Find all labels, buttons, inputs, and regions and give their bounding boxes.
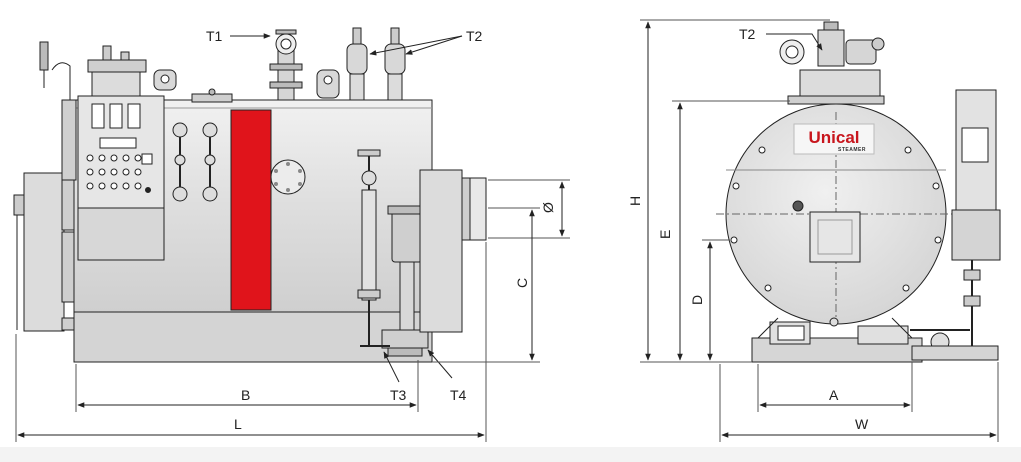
label-dim-diameter: Ø bbox=[540, 202, 556, 213]
t2-front-leader-1 bbox=[369, 35, 463, 56]
control-panel-lower bbox=[77, 207, 165, 261]
drum-bolts bbox=[730, 146, 942, 292]
top-valve-block bbox=[799, 69, 881, 97]
manifold-top bbox=[87, 59, 147, 73]
label-dim-d: D bbox=[689, 295, 705, 305]
feed-valve bbox=[361, 170, 377, 186]
label-dim-b: B bbox=[241, 387, 250, 403]
lug-hole-right bbox=[323, 75, 333, 85]
pump-motor bbox=[391, 209, 423, 263]
label-dim-e: E bbox=[657, 230, 673, 239]
label-dim-c: C bbox=[514, 278, 530, 288]
side-view bbox=[716, 21, 1001, 363]
safety-valve-pipe-1 bbox=[349, 73, 365, 101]
label-dim-l: L bbox=[234, 416, 242, 432]
front-annotations bbox=[15, 33, 570, 442]
side-annotations bbox=[640, 19, 999, 442]
manifold-body bbox=[91, 71, 141, 101]
t2-front-leader-2 bbox=[405, 35, 463, 55]
level-switch-pipe bbox=[43, 62, 71, 100]
manhole-flange bbox=[270, 159, 306, 195]
brand-name: Unical bbox=[808, 128, 859, 147]
panel-button-grid bbox=[86, 154, 142, 190]
drum-sight-port bbox=[792, 200, 804, 212]
red-band bbox=[230, 109, 272, 311]
panel-indicator-3 bbox=[127, 103, 141, 129]
side-main-valve bbox=[845, 39, 877, 65]
base-skid bbox=[73, 309, 433, 363]
safety-valve-stem-1 bbox=[352, 27, 362, 45]
side-cabinet-lower bbox=[951, 209, 1001, 261]
front-view bbox=[13, 27, 487, 363]
sight-glass-left bbox=[172, 122, 188, 202]
side-saddle-right bbox=[857, 325, 909, 345]
pressure-gauge-face bbox=[280, 38, 292, 50]
t3-leader bbox=[383, 351, 400, 383]
panel-indicator-2 bbox=[109, 103, 123, 129]
saddle-brace bbox=[757, 317, 913, 339]
footer-strip bbox=[0, 447, 1021, 457]
manifold-valve-2 bbox=[120, 51, 130, 61]
label-dim-a: A bbox=[829, 387, 839, 403]
side-pump-base bbox=[911, 345, 999, 361]
level-switch bbox=[39, 41, 49, 71]
flue-flange bbox=[461, 177, 471, 241]
feed-valve-handle bbox=[357, 149, 381, 157]
manifold-valve-1 bbox=[102, 45, 112, 61]
safety-valve-2 bbox=[384, 43, 406, 75]
front-labels: T1 T2 T3 T4 B L Ø C bbox=[206, 28, 556, 432]
saddle-window bbox=[777, 325, 805, 341]
gauge-flange-2 bbox=[269, 81, 303, 89]
label-t1: T1 bbox=[206, 28, 223, 44]
manhole-bolts bbox=[274, 162, 302, 192]
pump-body bbox=[399, 261, 415, 331]
side-column bbox=[61, 99, 77, 181]
t4-leader bbox=[427, 349, 453, 379]
burner-foot bbox=[61, 317, 75, 331]
side-pipe-valve-1 bbox=[963, 269, 981, 281]
safety-valve-pipe-2 bbox=[387, 73, 403, 101]
side-safety-cap bbox=[823, 21, 839, 31]
side-safety-valve bbox=[817, 29, 845, 67]
brand-tagline: STEAMER bbox=[838, 147, 866, 153]
label-t2-side: T2 bbox=[739, 26, 756, 42]
t2-side-leader bbox=[766, 33, 823, 51]
label-t3: T3 bbox=[390, 387, 407, 403]
sight-glass-right bbox=[202, 122, 218, 202]
feed-column bbox=[361, 189, 377, 301]
gauge-flange-1 bbox=[269, 63, 303, 71]
safety-valve-stem-2 bbox=[390, 27, 400, 45]
burner-flange-bottom bbox=[61, 231, 75, 303]
label-t2-front: T2 bbox=[466, 28, 483, 44]
label-dim-h: H bbox=[627, 196, 643, 206]
dome-knob bbox=[208, 88, 216, 96]
side-labels: T2 H E D A W bbox=[627, 26, 869, 432]
lug-hole-left bbox=[160, 74, 170, 84]
label-dim-w: W bbox=[855, 416, 869, 432]
drum-drain bbox=[829, 317, 839, 327]
top-platform bbox=[787, 95, 885, 105]
side-pipe-valve-2 bbox=[963, 295, 981, 307]
panel-button-dark bbox=[145, 187, 151, 193]
side-valve-wheel bbox=[871, 37, 885, 51]
gauge-cap bbox=[275, 29, 297, 35]
brand-logo: Unical STEAMER bbox=[808, 128, 865, 153]
access-door-inner bbox=[817, 219, 853, 255]
side-gauge-face bbox=[785, 45, 799, 59]
panel-switch bbox=[141, 153, 153, 165]
rear-box bbox=[419, 169, 463, 333]
side-cabinet-window bbox=[961, 127, 989, 163]
feed-flange bbox=[357, 289, 381, 299]
brand-plate bbox=[793, 123, 875, 155]
panel-indicator-1 bbox=[91, 103, 105, 129]
panel-display bbox=[99, 137, 137, 149]
label-t4: T4 bbox=[450, 387, 467, 403]
burner-housing bbox=[23, 172, 65, 332]
safety-valve-1 bbox=[346, 43, 368, 75]
burner-flange-top bbox=[61, 177, 75, 231]
pump-feet bbox=[387, 347, 423, 357]
burner-plate bbox=[13, 194, 25, 216]
